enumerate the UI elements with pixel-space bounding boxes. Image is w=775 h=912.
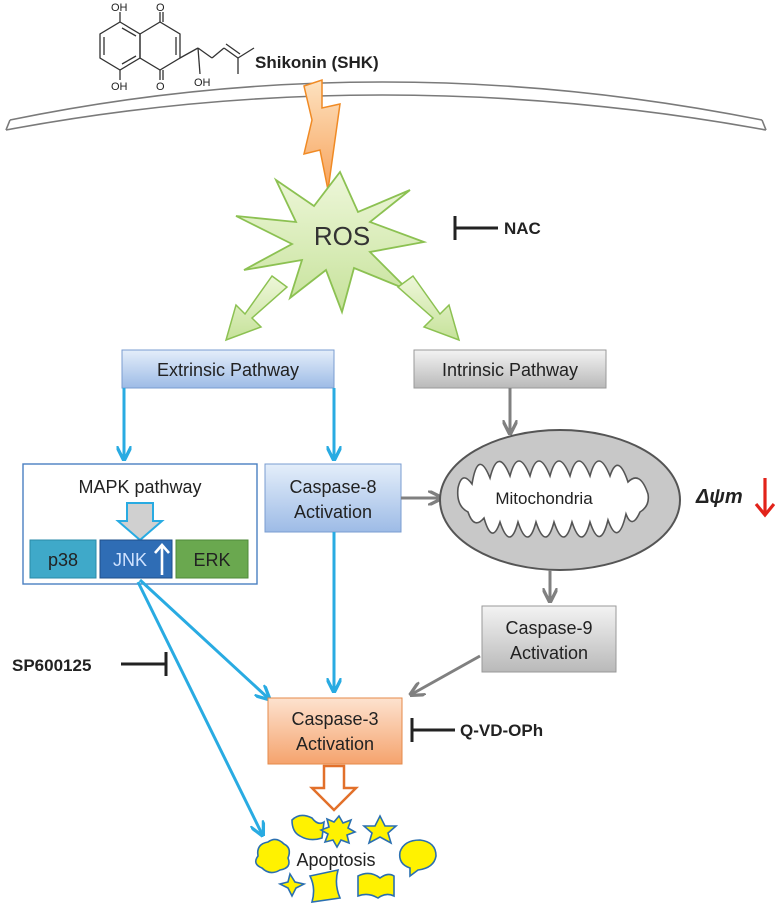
jnk-up-arrow-icon: [154, 543, 170, 575]
mapk-pathway-title: MAPK pathway: [78, 477, 201, 497]
caspase9-box: [481, 605, 617, 673]
caspase8-line1: Caspase-8: [289, 477, 376, 497]
jnk-to-apoptosis-arrow: [136, 581, 262, 834]
apoptosis-fragments: [254, 814, 437, 903]
oh-label-top: OH: [111, 2, 128, 14]
jnk-to-caspase3-arrow: [138, 578, 268, 698]
oh-label-bottom: OH: [111, 81, 128, 93]
caspase8-line2: Activation: [294, 502, 372, 522]
caspase3-to-apoptosis-arrow: [308, 764, 360, 812]
lightning-bolt-icon: [302, 78, 341, 191]
nac-label: NAC: [504, 219, 541, 238]
mitochondria: [439, 429, 681, 571]
erk-box: [175, 539, 249, 579]
sp600125-inhibitor-symbol: [121, 652, 168, 676]
caspase9-line1: Caspase-9: [505, 618, 592, 638]
mapk-down-arrow: [115, 502, 165, 542]
intrinsic-pathway-box: [413, 349, 607, 389]
ros-to-intrinsic-arrow: [396, 274, 461, 342]
apoptosis-label: Apoptosis: [296, 850, 375, 870]
caspase9-to-caspase3-arrow: [412, 654, 481, 694]
shikonin-structure: [99, 12, 255, 80]
nac-inhibitor-symbol: [453, 216, 498, 240]
ros-to-extrinsic-arrow: [224, 274, 289, 342]
qvd-inhibitor-symbol: [410, 718, 455, 742]
jnk-label: JNK: [113, 550, 147, 570]
p38-label: p38: [48, 550, 78, 570]
o-label-bottom: O: [156, 81, 165, 93]
caspase3-line2: Activation: [296, 734, 374, 754]
caspase9-line2: Activation: [510, 643, 588, 663]
shikonin-label: Shikonin (SHK): [255, 53, 379, 72]
caspase3-line1: Caspase-3: [291, 709, 378, 729]
extrinsic-pathway-label: Extrinsic Pathway: [157, 360, 299, 380]
extrinsic-arrows: [124, 388, 334, 458]
intrinsic-pathway-label: Intrinsic Pathway: [442, 360, 578, 380]
ros-label: ROS: [314, 221, 370, 251]
mitochondria-label: Mitochondria: [495, 489, 593, 508]
oh-label-side: OH: [194, 77, 211, 89]
erk-label: ERK: [193, 550, 230, 570]
o-label-top: O: [156, 2, 165, 14]
cell-membrane: [5, 81, 767, 131]
ros-starburst: [235, 170, 428, 315]
extrinsic-pathway-box: [121, 349, 335, 389]
red-down-arrow-icon: [754, 478, 775, 518]
caspase3-box: [267, 697, 403, 765]
p38-box: [29, 539, 97, 579]
delta-psi-m-label: Δψm: [695, 486, 743, 508]
sp600125-label: SP600125: [12, 656, 91, 675]
qvd-label: Q-VD-OPh: [460, 721, 543, 740]
caspase8-box: [264, 463, 402, 533]
